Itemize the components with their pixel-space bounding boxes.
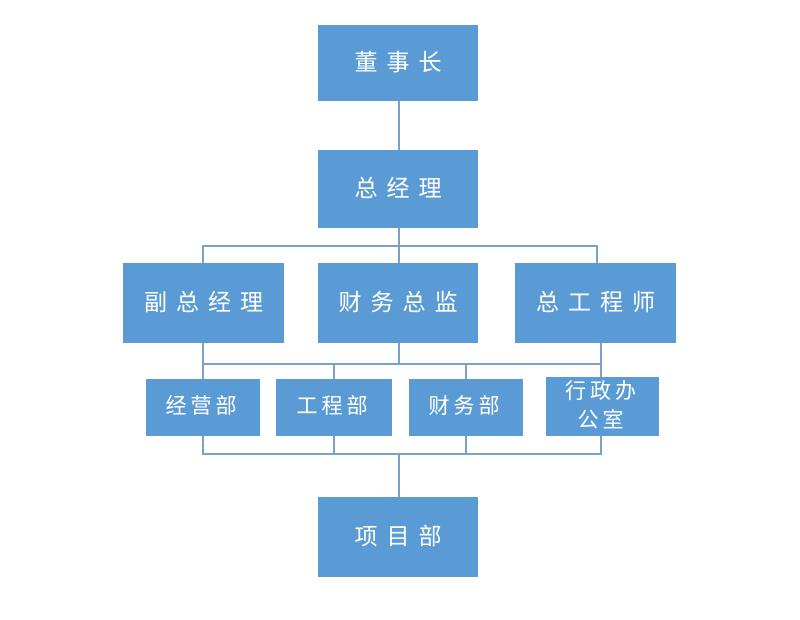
org-node-project-dept[interactable]: 项目部	[318, 497, 478, 577]
connector-bus3-project-dept	[398, 453, 400, 497]
connector-bus1-deputy-gm	[202, 245, 204, 263]
connector-bus1-finance-director	[398, 245, 400, 263]
connector-bus2-business-dept	[202, 363, 204, 379]
connector-bus1-chief-engineer	[596, 245, 598, 263]
connector-chief-engineer-bus2	[600, 343, 602, 364]
connector-business-dept-bus3	[202, 436, 204, 453]
org-node-chief-engineer[interactable]: 总工程师	[515, 263, 676, 343]
connector-bus2-finance-dept	[465, 363, 467, 379]
connector-bus2	[202, 363, 602, 365]
connector-bus1	[202, 245, 598, 247]
connector-finance-director-bus2	[398, 343, 400, 364]
connector-admin-office-bus3	[600, 436, 602, 453]
org-node-finance-director[interactable]: 财务总监	[318, 263, 478, 343]
connector-finance-dept-bus3	[465, 436, 467, 453]
connector-deputy-gm-bus2	[202, 343, 204, 364]
connector-bus2-engineering-dept	[333, 363, 335, 379]
org-node-chairman[interactable]: 董事长	[318, 25, 478, 101]
org-node-deputy-general-manager[interactable]: 副总经理	[123, 263, 284, 343]
connector-bus2-admin-office	[600, 363, 602, 377]
org-node-finance-dept[interactable]: 财务部	[409, 379, 523, 436]
connector-bus3	[202, 453, 602, 455]
org-node-business-dept[interactable]: 经营部	[146, 379, 260, 436]
connector-chairman-gm	[398, 101, 400, 150]
connector-gm-bus1	[398, 228, 400, 246]
connector-engineering-dept-bus3	[333, 436, 335, 453]
org-node-engineering-dept[interactable]: 工程部	[276, 379, 392, 436]
org-node-admin-office[interactable]: 行政办公室	[546, 377, 659, 436]
org-node-general-manager[interactable]: 总经理	[318, 150, 478, 228]
